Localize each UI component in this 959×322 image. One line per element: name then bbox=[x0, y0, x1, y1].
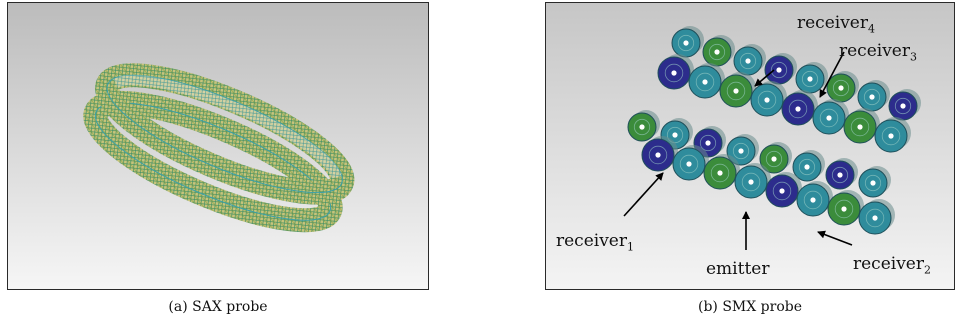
disc-hole bbox=[776, 67, 782, 73]
disc-ring bbox=[757, 90, 777, 110]
transducer-discs bbox=[627, 26, 921, 235]
smx-probe-render bbox=[546, 3, 954, 289]
disc-hole bbox=[869, 94, 875, 100]
sax-probe-render bbox=[8, 3, 428, 289]
disc-ring bbox=[633, 118, 651, 136]
disc-ring bbox=[732, 142, 750, 160]
disc-ring bbox=[803, 190, 823, 210]
caption-b: (b) SMX probe bbox=[697, 299, 803, 315]
disc-hole bbox=[837, 172, 843, 178]
disc-ring bbox=[708, 43, 726, 61]
disc-ring bbox=[741, 172, 761, 192]
disc-hole bbox=[702, 79, 708, 85]
label-receiver1: receiver1 bbox=[556, 231, 634, 254]
disc-hole bbox=[857, 124, 863, 130]
disc-hole bbox=[810, 197, 816, 203]
disc-ring bbox=[850, 117, 870, 137]
arrow-receiver2 bbox=[817, 230, 853, 246]
figure-b-image: receiver4 receiver3 receiver1 emitter re… bbox=[545, 2, 955, 290]
disc-ring bbox=[864, 174, 882, 192]
disc-ring bbox=[801, 70, 819, 88]
disc-ring bbox=[831, 166, 849, 184]
disc-hole bbox=[804, 164, 810, 170]
caption-a: (a) SAX probe bbox=[168, 299, 268, 315]
disc-ring bbox=[679, 154, 699, 174]
disc-hole bbox=[738, 148, 744, 154]
disc-ring bbox=[819, 108, 839, 128]
sax-rings bbox=[83, 63, 355, 233]
disc-ring bbox=[677, 34, 695, 52]
disc-ring bbox=[710, 163, 730, 183]
label-emitter: emitter bbox=[706, 259, 770, 279]
disc-hole bbox=[795, 106, 801, 112]
disc-ring bbox=[832, 79, 850, 97]
disc-ring bbox=[863, 88, 881, 106]
disc-hole bbox=[672, 132, 678, 138]
arrow-receiver3 bbox=[819, 51, 845, 98]
disc-ring bbox=[894, 97, 912, 115]
figure-a-image bbox=[7, 2, 429, 290]
disc-ring bbox=[648, 145, 668, 165]
disc-hole bbox=[686, 161, 692, 167]
disc-ring bbox=[834, 199, 854, 219]
disc-ring bbox=[699, 134, 717, 152]
label-receiver3: receiver3 bbox=[839, 41, 917, 64]
disc-hole bbox=[655, 152, 661, 158]
disc-hole bbox=[838, 85, 844, 91]
disc-hole bbox=[779, 188, 785, 194]
disc-ring bbox=[772, 181, 792, 201]
disc-hole bbox=[826, 115, 832, 121]
disc-hole bbox=[900, 103, 906, 109]
label-receiver2: receiver2 bbox=[853, 254, 931, 277]
disc-hole bbox=[771, 156, 777, 162]
disc-hole bbox=[705, 140, 711, 146]
arrow-receiver4 bbox=[754, 69, 775, 87]
label-receiver4: receiver4 bbox=[797, 13, 875, 36]
disc-hole bbox=[807, 76, 813, 82]
disc-hole bbox=[748, 179, 754, 185]
disc-ring bbox=[798, 158, 816, 176]
disc-hole bbox=[671, 70, 677, 76]
disc-ring bbox=[664, 63, 684, 83]
disc-hole bbox=[888, 133, 894, 139]
disc-ring bbox=[739, 52, 757, 70]
disc-hole bbox=[639, 124, 645, 130]
disc-ring bbox=[770, 61, 788, 79]
disc-hole bbox=[841, 206, 847, 212]
disc-ring bbox=[726, 81, 746, 101]
disc-ring bbox=[788, 99, 808, 119]
disc-hole bbox=[733, 88, 739, 94]
disc-hole bbox=[870, 180, 876, 186]
disc-ring bbox=[881, 126, 901, 146]
disc-hole bbox=[764, 97, 770, 103]
disc-hole bbox=[683, 40, 689, 46]
disc-ring bbox=[695, 72, 715, 92]
disc-hole bbox=[717, 170, 723, 176]
disc-hole bbox=[872, 215, 878, 221]
disc-ring bbox=[765, 150, 783, 168]
disc-hole bbox=[714, 49, 720, 55]
disc-hole bbox=[745, 58, 751, 64]
disc-ring bbox=[865, 208, 885, 228]
arrow-receiver1 bbox=[623, 172, 664, 217]
